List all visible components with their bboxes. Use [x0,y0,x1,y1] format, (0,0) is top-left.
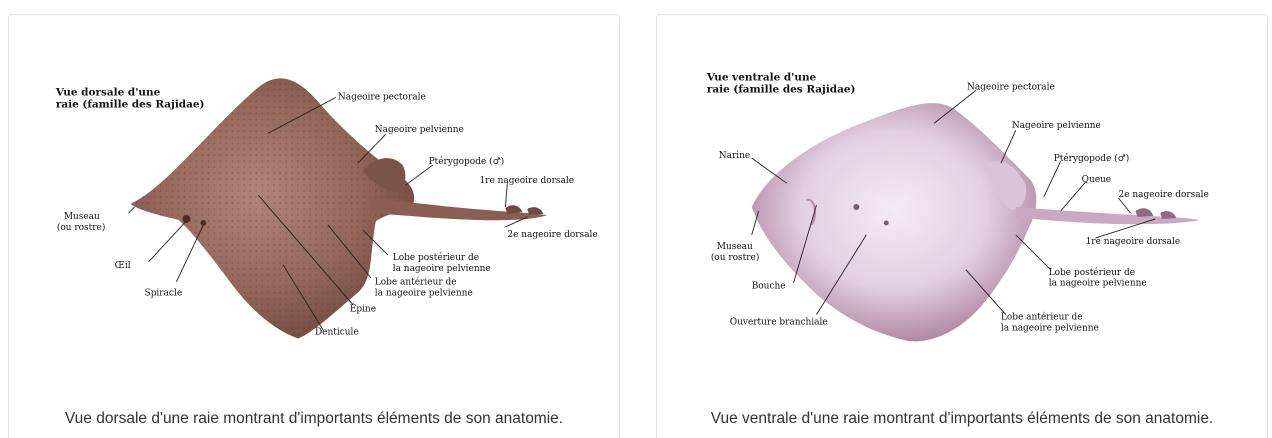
dorsal-label-museau: Museau [64,212,100,222]
ventral-label-nageoire-pectorale: Nageoire pectorale [967,82,1055,92]
ventral-label-lobe-anterieur-2: la nageoire pelvienne [1001,324,1099,334]
dorsal-label-lobe-posterieur-1: Lobe postérieur de [393,252,479,263]
dorsal-label-nageoire-pelvienne: Nageoire pelvienne [375,125,464,135]
dorsal-caption: Vue dorsale d'une raie montrant d'import… [9,410,619,428]
dorsal-label-denticule: Denticule [315,328,359,338]
ventral-label-bouche: Bouche [752,282,786,292]
ventral-label-queue: Queue [1082,175,1112,185]
ventral-title-line1: Vue ventrale d'une [706,71,817,83]
dorsal-label-lobe-posterieur-2: la nageoire pelvienne [393,264,491,274]
dorsal-label-epine: Épine [350,303,376,315]
ventral-label-lobe-anterieur-1: Lobe antérieur de [1001,312,1083,323]
dorsal-label-pterygopode: Ptérygopode (♂) [429,156,505,167]
ventral-label-pterygopode: Ptérygopode (♂) [1054,153,1130,164]
ventral-title-line2: raie (famille des Rajidae) [707,83,856,95]
dorsal-skate-illustration: Vue dorsale d'une raie (famille des Raji… [9,15,619,395]
ventral-caption: Vue ventrale d'une raie montrant d'impor… [657,410,1267,428]
dorsal-label-spiracle: Spiracle [145,289,183,299]
ventral-figure: Vue ventrale d'une raie (famille des Raj… [657,15,1267,395]
dorsal-eye [182,215,190,223]
dorsal-figure-card: Vue dorsale d'une raie (famille des Raji… [8,14,620,438]
dorsal-figure: Vue dorsale d'une raie (famille des Raji… [9,15,619,395]
dorsal-label-lobe-anterieur-2: la nageoire pelvienne [375,289,473,299]
dorsal-label-nageoire-pectorale: Nageoire pectorale [338,92,426,102]
ventral-label-lobe-posterieur-2: la nageoire pelvienne [1049,279,1147,289]
dorsal-tail [368,197,547,220]
ventral-label-lobe-posterieur-1: Lobe postérieur de [1049,267,1135,278]
ventral-label-rostre: (ou rostre) [711,252,760,263]
dorsal-title-line1: Vue dorsale d'une [55,86,161,98]
ventral-label-nageoire-pelvienne: Nageoire pelvienne [1012,121,1101,131]
dorsal-label-1re-nageoire-dorsale: 1re nageoire dorsale [479,176,574,186]
ventral-label-narine: Narine [719,151,750,161]
dorsal-label-lobe-anterieur-1: Lobe antérieur de [375,277,457,288]
ventral-label-ouverture-branchiale: Ouverture branchiale [730,318,828,328]
ventral-figure-card: Vue ventrale d'une raie (famille des Raj… [656,14,1268,438]
dorsal-label-2e-nageoire-dorsale: 2e nageoire dorsale [507,230,597,240]
dorsal-label-rostre: (ou rostre) [57,222,106,233]
ventral-label-1re-nageoire-dorsale: 1re nageoire dorsale [1086,237,1181,247]
ventral-label-museau: Museau [717,242,753,252]
ventral-label-2e-nageoire-dorsale: 2e nageoire dorsale [1118,190,1208,200]
ventral-body [752,103,1037,341]
dorsal-title-line2: raie (famille des Rajidae) [56,98,205,110]
ventral-skate-illustration: Vue ventrale d'une raie (famille des Raj… [657,15,1267,395]
dorsal-label-oeil: Œil [115,261,131,271]
